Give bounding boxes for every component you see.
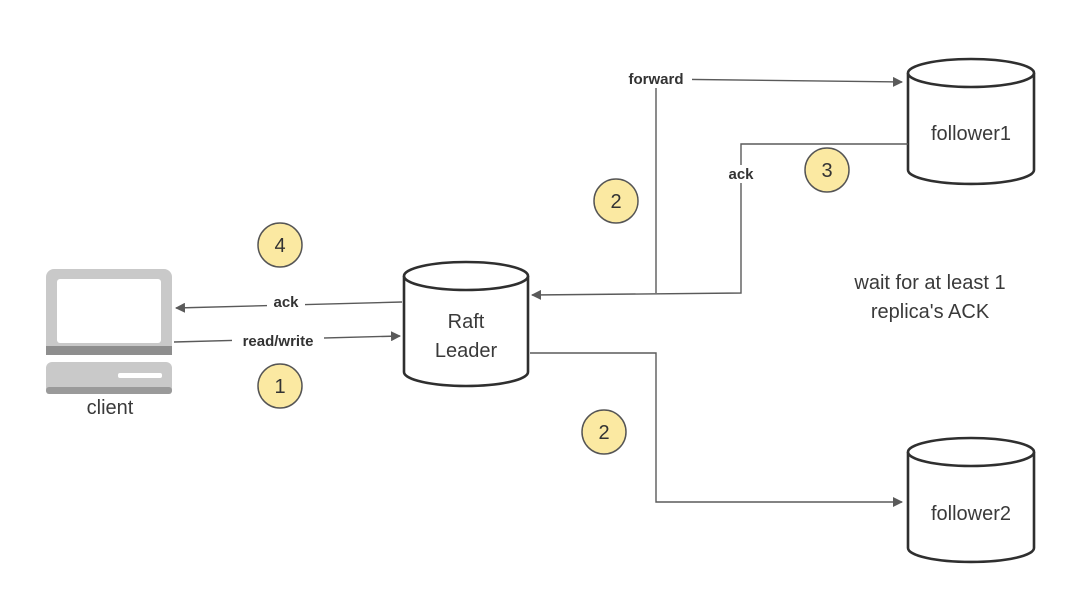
ack-from-follower1-arrow [531,143,908,300]
ack-to-client-label: ack [273,294,299,311]
leader-label-line1: Raft [448,311,485,333]
follower2-label: follower2 [931,503,1011,525]
step-2-lower-badge [581,409,627,455]
forward-to-follower1-arrow [655,76,903,293]
client-computer-icon [46,269,172,394]
leader-label-line2: Leader [435,340,498,362]
step-1-number: 1 [274,376,285,398]
step-4-number: 4 [274,235,285,257]
step-2-upper-badge [593,178,639,224]
forward-to-follower2-arrow [530,352,903,507]
forward-label: forward [628,71,683,88]
follower1-label: follower1 [931,123,1011,145]
raft-leader-node [402,260,530,388]
follower1-node [906,57,1036,186]
step-2-lower-number: 2 [598,422,609,444]
follower2-node [906,436,1036,564]
read-write-label: read/write [243,333,314,350]
step-3-badge [804,147,850,193]
ack-from-follower1-label: ack [728,166,754,183]
client-label: client [87,397,134,419]
step-4-badge [257,222,303,268]
note-line2: replica's ACK [871,301,990,323]
note-line1: wait for at least 1 [853,272,1005,294]
step-2-upper-number: 2 [610,191,621,213]
step-3-number: 3 [821,160,832,182]
step-1-badge [257,363,303,409]
